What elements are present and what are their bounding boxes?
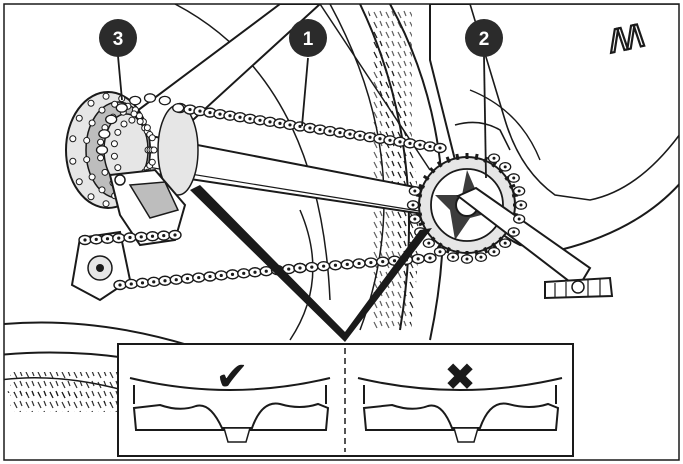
crank-arm [456,186,614,300]
inset-panel-correct: ✔ [129,354,331,443]
cross-icon: ✖ [444,355,476,399]
chain [78,93,528,291]
rear-derailleur [70,168,187,302]
inset-comparison: ✔ ✖ [117,343,574,457]
callout-2: 2 [465,19,503,57]
figure-border [3,3,680,461]
svg-text:2: 2 [479,29,490,50]
check-icon: ✔ [215,354,249,400]
callout-3: 3 [99,19,137,57]
inset-panel-incorrect: ✖ [357,355,563,443]
inset-pointer [190,185,432,342]
callout-1: 1 [289,19,327,57]
callout-leaders [117,55,487,179]
svg-text:3: 3 [113,29,124,50]
svg-text:1: 1 [303,29,314,50]
